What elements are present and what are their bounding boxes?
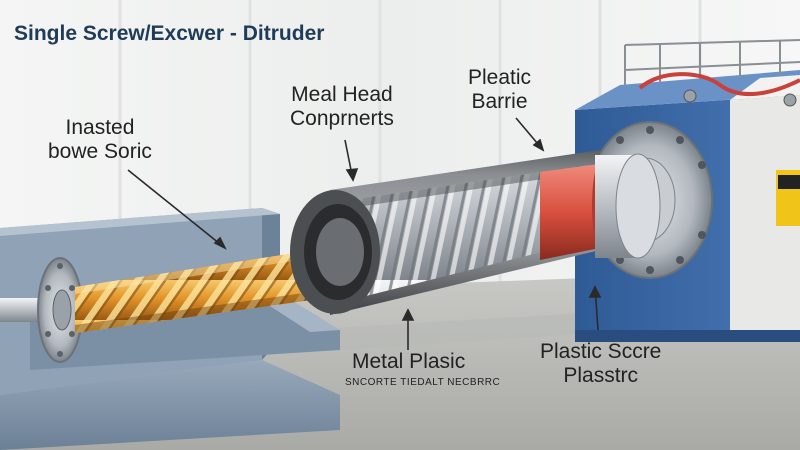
- label-meal-head: Meal Head Conprnerts: [290, 83, 394, 130]
- warning-label: [776, 170, 800, 226]
- hub: [52, 289, 72, 331]
- label-plastic-scre-line2: Plasstrc: [563, 363, 639, 387]
- label-inasted-line2: bowe Soric: [48, 139, 152, 163]
- heater-cable: [638, 72, 800, 97]
- cable-gland: [783, 93, 797, 107]
- screw: [75, 246, 340, 333]
- label-pleatic: Pleatic Barrie: [468, 66, 531, 113]
- label-pleatic-line2: Barrie: [471, 89, 528, 113]
- label-inasted: Inasted bowe Soric: [48, 116, 152, 163]
- label-pleatic-line1: Pleatic: [468, 66, 532, 89]
- cooling-rack: [624, 39, 800, 85]
- label-meal-head-line2: Conprnerts: [290, 106, 394, 130]
- barrel-end: [595, 153, 661, 259]
- flange-bolts: [45, 263, 75, 357]
- label-meal-head-line1: Meal Head: [291, 83, 393, 106]
- cable-gland: [683, 89, 697, 103]
- diagram-title: Single Screw/Excwer - Ditruder: [14, 22, 325, 45]
- label-plastic-scre: Plastic Sccre Plasstrc: [540, 340, 661, 387]
- barrel-front: [290, 190, 380, 314]
- label-plastic-scre-line1: Plastic Sccre: [540, 340, 662, 363]
- barrel: [330, 150, 600, 315]
- label-metal-plasic-sub: SNCORTE TIEDALT NECBRRC: [345, 377, 501, 388]
- label-metal-plasic: Metal Plasic: [352, 350, 466, 373]
- label-inasted-line1: Inasted: [65, 116, 135, 139]
- leader-lines: [127, 117, 602, 350]
